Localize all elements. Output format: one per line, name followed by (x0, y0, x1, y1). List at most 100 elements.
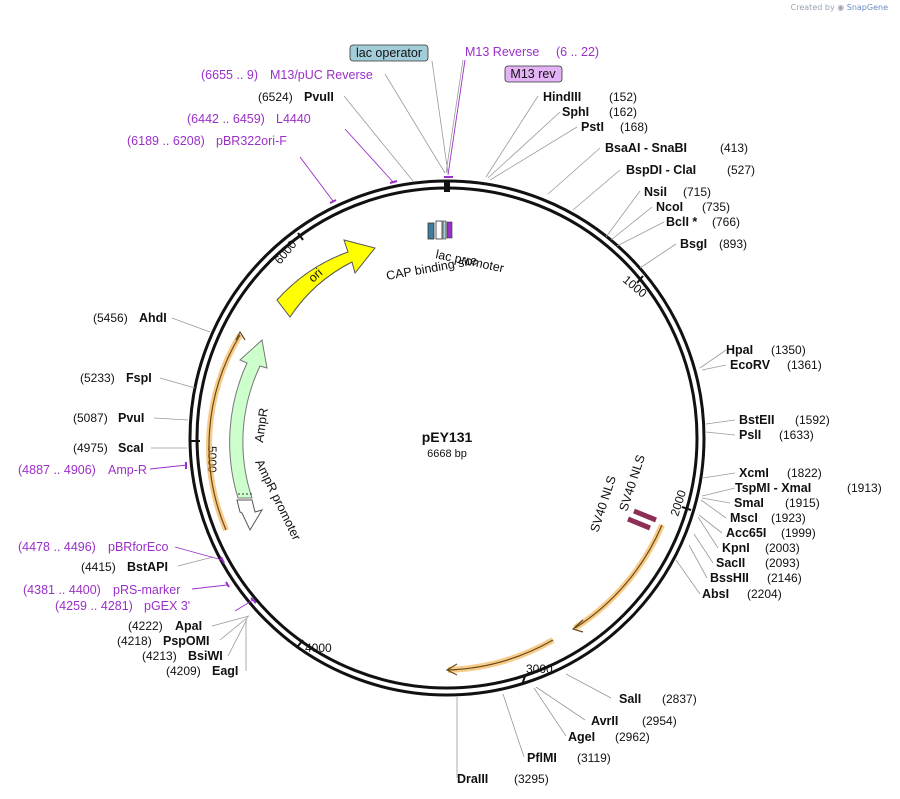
site-name: SphI (562, 105, 589, 119)
site-name: AvrII (591, 714, 618, 728)
sv40-nls-bar-2 (627, 516, 651, 531)
primer-range: (6655 .. 9) (201, 68, 258, 82)
primer-name: L4440 (276, 112, 311, 126)
site-pos: (2837) (662, 692, 697, 706)
site-name: Acc65I (726, 526, 766, 540)
site-pos: (5456) (93, 311, 128, 325)
site-pos: (2954) (642, 714, 677, 728)
primer-range: (4478 .. 4496) (18, 540, 96, 554)
site-name: PslI (739, 428, 761, 442)
site-pos: (4222) (128, 619, 163, 633)
site-name: XcmI (739, 466, 769, 480)
site-name: TspMI - XmaI (735, 481, 811, 495)
ampr-promoter-arrow (236, 499, 264, 532)
site-pos: (152) (609, 90, 637, 104)
sites-left: (6524) PvuII (5456) AhdI (5233) FspI (50… (73, 90, 334, 678)
site-name: PspOMI (163, 634, 210, 648)
site-name: AbsI (702, 587, 729, 601)
site-pos: (1999) (781, 526, 816, 540)
site-pos: (6524) (258, 90, 293, 104)
snapgene-credit: Created by ◉ SnapGene (791, 3, 888, 12)
site-name: AgeI (568, 730, 595, 744)
ampr-label: AmpR (252, 407, 271, 443)
site-pos: (1822) (787, 466, 822, 480)
site-name: FspI (126, 371, 152, 385)
primer-name: pRS-marker (113, 583, 180, 597)
leader-lines-left (151, 59, 464, 671)
sites-right: HindIII (152) SphI (162) PstI (168) BsaA… (457, 90, 882, 786)
plasmid-size: 6668 bp (427, 448, 467, 460)
leader-lines-right (431, 60, 736, 778)
site-pos: (413) (720, 141, 748, 155)
site-pos: (2962) (615, 730, 650, 744)
site-pos: (4415) (81, 560, 116, 574)
site-name: NcoI (656, 200, 683, 214)
plasmid-name: pEY131 (422, 429, 473, 445)
site-pos: (735) (702, 200, 730, 214)
site-pos: (1592) (795, 413, 830, 427)
sv40-nls-label-2: SV40 NLS (617, 453, 648, 513)
credit-brand: SnapGene (846, 3, 888, 12)
ampr-promoter-label: AmpR promoter (252, 457, 303, 542)
m13-rev-box (446, 221, 453, 239)
cap-binding-site-box (427, 222, 435, 240)
lac-operator-label-box (349, 44, 429, 62)
sv40-nls-bar-1 (633, 508, 657, 523)
site-name: ApaI (175, 619, 202, 633)
tick-marks (191, 232, 692, 686)
primer-name: pBRforEco (108, 540, 168, 554)
site-pos: (1915) (785, 496, 820, 510)
site-name: BstEII (739, 413, 774, 427)
ampr-orf-arrowhead (235, 330, 246, 341)
site-pos: (4209) (166, 664, 201, 678)
site-name: SmaI (734, 496, 764, 510)
site-pos: (5087) (73, 411, 108, 425)
site-pos: (2093) (765, 556, 800, 570)
origin-marker (444, 180, 450, 192)
lac-operator-box (442, 220, 447, 240)
site-name: NsiI (644, 185, 667, 199)
site-pos: (3119) (577, 751, 611, 765)
primer-range: (4259 .. 4281) (55, 599, 133, 613)
site-name: HindIII (543, 90, 581, 104)
site-pos: (1633) (779, 428, 814, 442)
site-name: BsiWI (188, 649, 223, 663)
site-name: DraIII (457, 772, 488, 786)
site-name: PstI (581, 120, 604, 134)
orf1-arrowhead (571, 619, 584, 633)
primer-range: (6189 .. 6208) (127, 134, 205, 148)
lac-operator-label: lac operator (356, 46, 422, 60)
site-pos: (1361) (787, 358, 822, 372)
site-pos: (4213) (142, 649, 177, 663)
credit-prefix: Created by (790, 3, 835, 12)
site-name: AhdI (139, 311, 167, 325)
m13-reverse-primer-range: (6 .. 22) (556, 45, 599, 59)
primer-name: Amp-R (108, 463, 147, 477)
site-pos: (2146) (767, 571, 802, 585)
site-name: SacII (716, 556, 745, 570)
site-pos: (766) (712, 215, 740, 229)
orf1-line (574, 524, 663, 629)
tick-label: 4000 (305, 641, 332, 655)
m13-reverse-primer-name: M13 Reverse (465, 45, 539, 59)
orf1-highlight (573, 523, 665, 631)
site-name: BssHII (710, 571, 749, 585)
site-pos: (715) (683, 185, 711, 199)
site-name: BsgI (680, 237, 707, 251)
site-name: BclI * (666, 215, 697, 229)
site-pos: (4218) (117, 634, 152, 648)
site-pos: (1923) (771, 511, 806, 525)
primer-range: (6442 .. 6459) (187, 112, 265, 126)
site-name: PvuI (118, 411, 144, 425)
tick-label: 3000 (526, 662, 553, 676)
ampr-orf-line (208, 334, 241, 531)
lac-promoter-box (435, 220, 443, 240)
site-name: KpnI (722, 541, 750, 555)
site-pos: (3295) (514, 772, 549, 786)
site-name: ScaI (118, 441, 144, 455)
primer-leader-lines (149, 59, 466, 612)
cap-binding-site-label: CAP binding site (385, 253, 478, 283)
primer-name: pBR322ori-F (216, 134, 287, 148)
primer-name: M13/pUC Reverse (270, 68, 373, 82)
